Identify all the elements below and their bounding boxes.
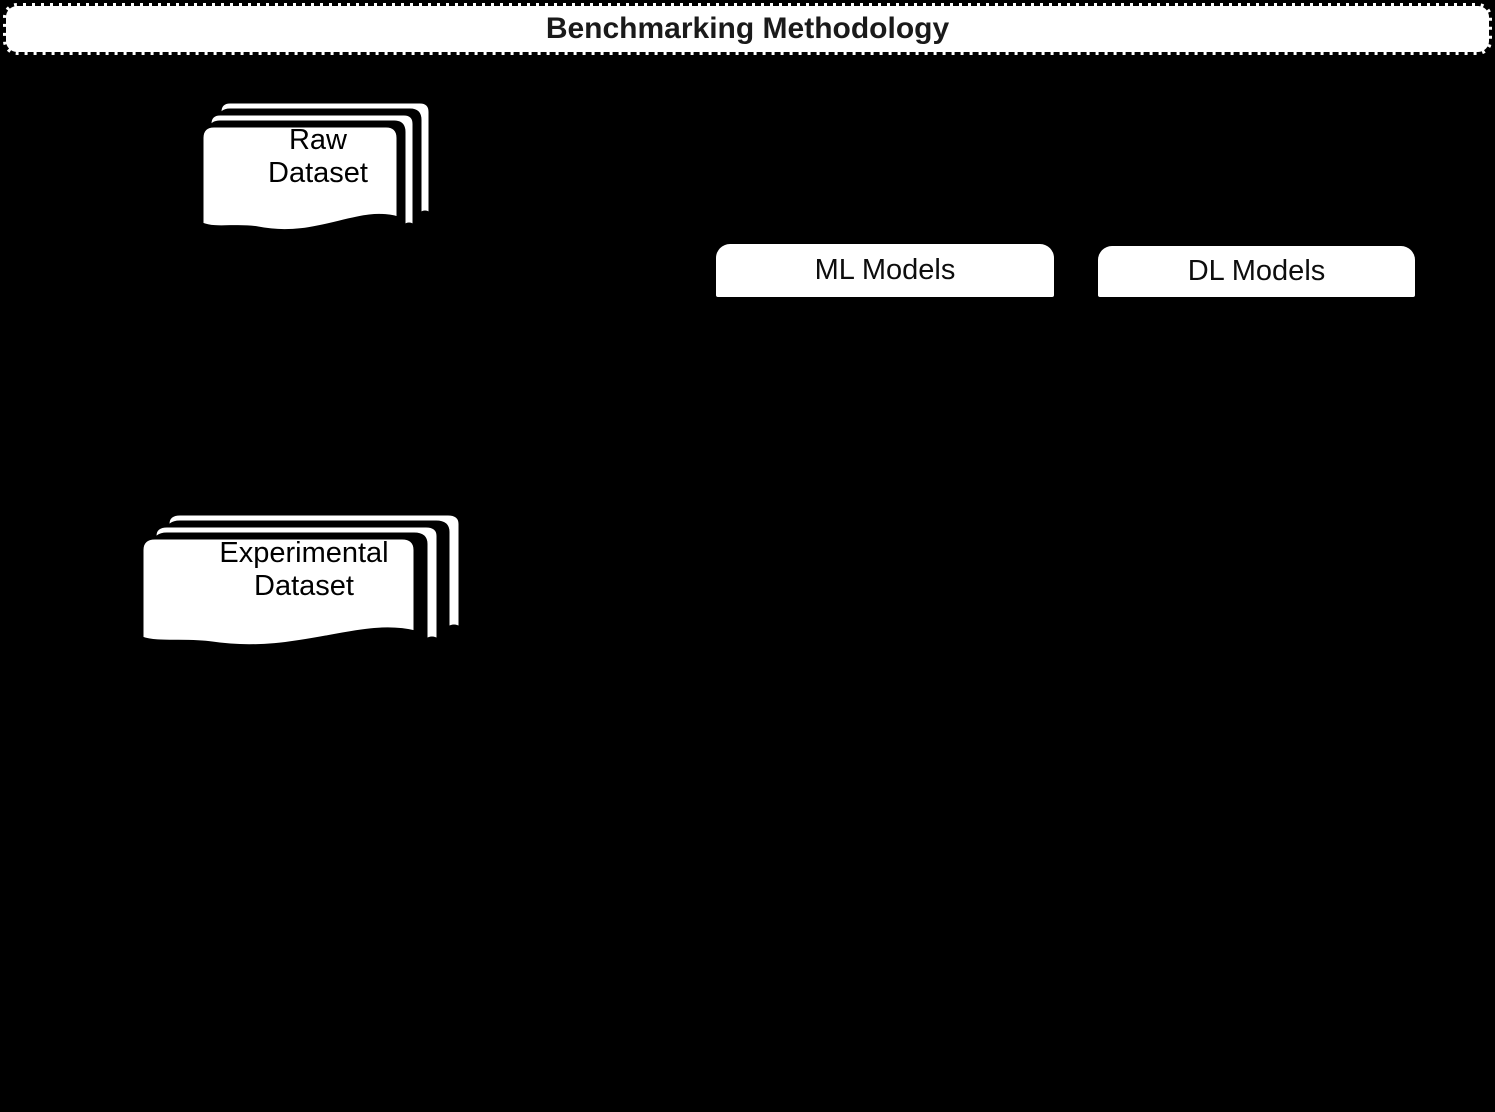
node-ml-models-label: ML Models [814, 254, 956, 286]
node-dl-models[interactable]: DL Models [1098, 246, 1415, 297]
node-raw-dataset[interactable]: Raw Dataset [198, 98, 438, 236]
page-title: Benchmarking Methodology [545, 12, 950, 45]
node-dl-models-label: DL Models [1187, 255, 1326, 287]
multi-document-shape [200, 100, 432, 233]
node-ml-models[interactable]: ML Models [716, 244, 1054, 297]
diagram-title-banner: Benchmarking Methodology [3, 3, 1492, 55]
multi-document-shape [140, 512, 462, 648]
node-experimental-dataset[interactable]: Experimental Dataset [138, 510, 470, 650]
